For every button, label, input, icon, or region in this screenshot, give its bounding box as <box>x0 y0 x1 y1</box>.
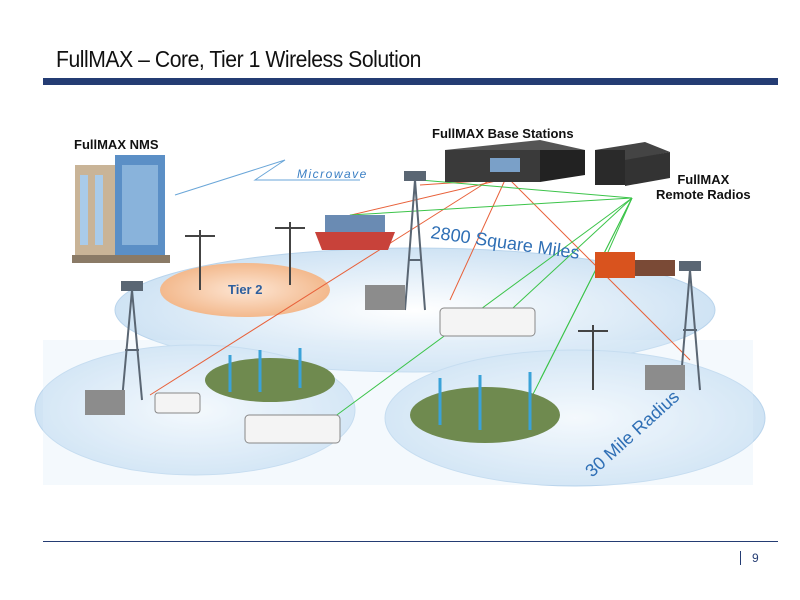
base-stations-label: FullMAX Base Stations <box>432 126 574 141</box>
equipment-shelter-icon <box>645 365 685 390</box>
title-divider <box>43 78 778 85</box>
substation-icon <box>410 372 560 443</box>
utility-pole-icon <box>578 325 608 390</box>
cell-tower-icon <box>121 281 143 401</box>
tier2-area <box>160 263 330 317</box>
slide-title: FullMAX – Core, Tier 1 Wireless Solution <box>56 46 421 72</box>
nms-building-icon <box>72 155 170 263</box>
utility-truck-icon <box>154 392 201 414</box>
nms-label: FullMAX NMS <box>74 137 159 152</box>
base-station-icon <box>445 140 585 182</box>
footer-divider <box>43 541 778 542</box>
microwave-link <box>174 159 360 196</box>
remote-radios-label: FullMAX Remote Radios <box>656 172 751 202</box>
remote-radio-icon <box>595 142 670 186</box>
microwave-label: Microwave <box>297 167 368 181</box>
cell-tower-icon <box>679 261 701 391</box>
cargo-ship-icon <box>315 215 395 250</box>
train-icon <box>595 252 675 278</box>
cell-tower-icon <box>404 171 426 311</box>
utility-truck-icon <box>244 414 341 444</box>
utility-truck-icon <box>439 307 536 337</box>
page-number-separator <box>740 551 741 565</box>
substation-icon <box>205 348 335 402</box>
equipment-shelter-icon <box>365 285 405 310</box>
remote-radios-label-line1: FullMAX <box>677 172 730 187</box>
page-number: 9 <box>752 551 759 565</box>
equipment-shelter-icon <box>85 390 125 415</box>
remote-radios-label-line2: Remote Radios <box>656 187 751 202</box>
utility-pole-icon <box>275 222 305 285</box>
tier2-label: Tier 2 <box>228 282 262 297</box>
utility-pole-icon <box>185 230 215 290</box>
